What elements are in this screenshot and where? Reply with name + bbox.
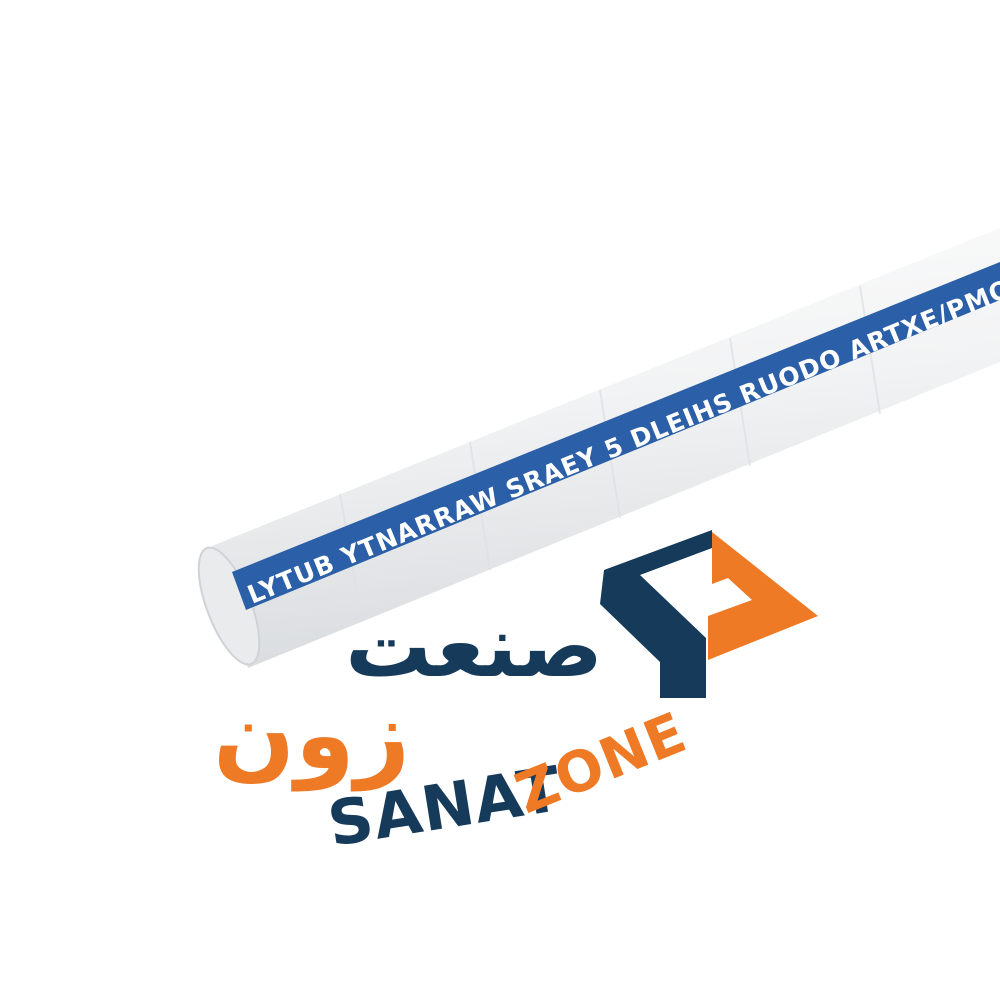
logo-s-mark — [600, 530, 712, 698]
logo-arabic-line1: صنعت — [345, 597, 603, 697]
logo-latin-zone: ZONE — [507, 700, 696, 827]
logo-arabic-line2: زون — [213, 679, 410, 792]
logo-triangle-mark — [708, 532, 818, 660]
pipe-band — [232, 262, 1000, 610]
